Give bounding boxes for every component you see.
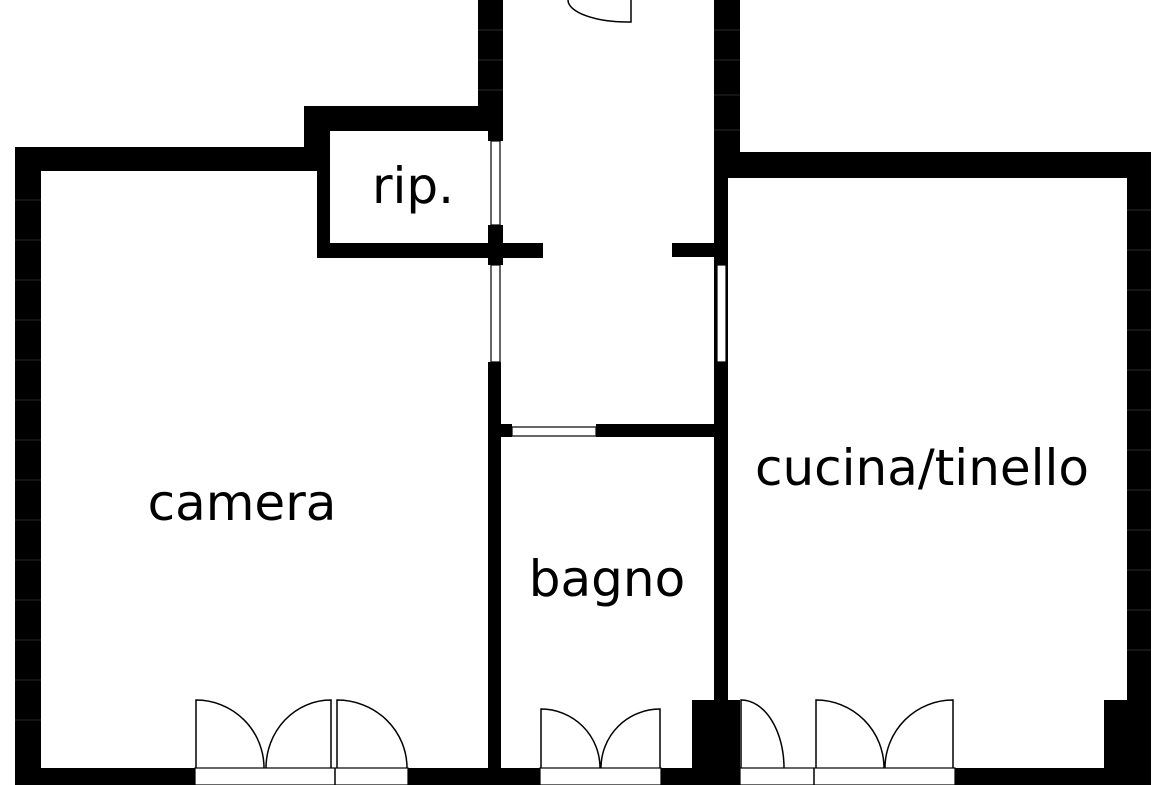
sliding-door-camera [490, 264, 501, 363]
wall-bagno-top-right [596, 424, 728, 437]
wall-cucina-bottom-right [955, 768, 1151, 785]
wall-camera-left [15, 147, 41, 785]
wall-corridor-left-mid [488, 131, 503, 141]
sliding-door-bagno [511, 426, 597, 437]
window-leaf [815, 699, 885, 769]
sliding-door-rip [490, 140, 501, 226]
wall-camera-top [15, 147, 330, 171]
sliding-door-cucina [716, 264, 727, 363]
window-leaf [265, 699, 332, 769]
room-label-ripostiglio: rip. [372, 157, 454, 215]
wall-bagno-bottom-right [661, 768, 701, 785]
room-label-camera: camera [148, 474, 337, 532]
walls [15, 0, 1151, 785]
window-sill-cucina [739, 767, 956, 785]
window-leaf [540, 708, 601, 769]
wall-corridor-left-lower [488, 362, 501, 785]
wall-camera-bottom-right [408, 768, 504, 785]
wall-corridor-left-top [478, 0, 503, 131]
wall-camera-bottom-left [15, 768, 195, 785]
wall-rip-left [317, 150, 330, 258]
wall-joints [15, 29, 1151, 721]
window-leaf [336, 699, 408, 769]
window-sill-bagno [539, 767, 662, 785]
room-label-bagno: bagno [529, 550, 685, 608]
room-labels: rip. camera bagno cucina/tinello [148, 157, 1089, 608]
wall-cucina-right [1127, 152, 1151, 785]
openings [490, 140, 727, 437]
wall-bagno-bottom-left [488, 768, 540, 785]
wall-rip-bottom [317, 243, 543, 258]
window-leaf [884, 699, 954, 769]
wall-bagno-top-left [488, 424, 512, 437]
wall-rip-top [304, 106, 502, 131]
window-leaf [600, 708, 661, 769]
room-label-cucina: cucina/tinello [755, 439, 1089, 497]
wall-cucina-top [714, 152, 1151, 178]
wall-corridor-right-top [714, 0, 740, 175]
window-leaf [740, 699, 785, 769]
wall-corridor-left-short [488, 225, 503, 265]
window-leaf [195, 699, 265, 769]
entrance-door [567, 0, 632, 23]
window-sill-camera [194, 767, 409, 785]
windows [194, 699, 956, 785]
